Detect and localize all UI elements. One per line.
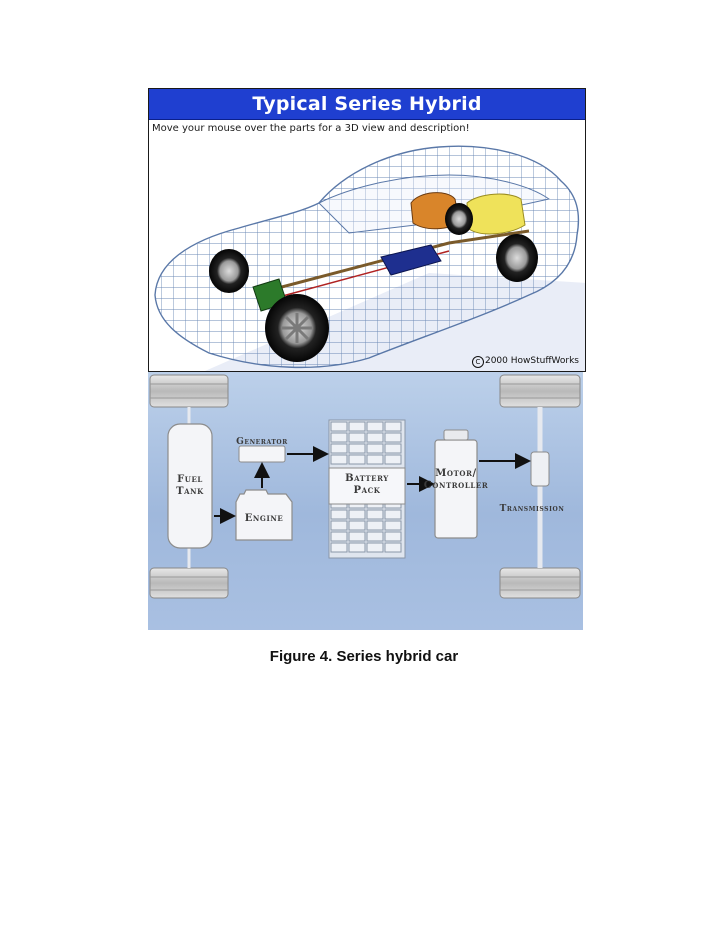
wheel-rear-right <box>499 567 581 599</box>
figure-caption: Figure 4. Series hybrid car <box>269 648 459 665</box>
engine-label: Engine <box>244 513 284 524</box>
fuel-tank-label: Fuel Tank <box>168 474 212 498</box>
diagram-drawing <box>149 374 581 599</box>
battery-cell <box>348 443 366 454</box>
battery-cell <box>366 531 384 542</box>
battery-cell <box>366 454 384 465</box>
fuel-tank-shape <box>466 193 526 235</box>
battery-cell <box>330 454 348 465</box>
drivetrain-line <box>258 229 530 295</box>
battery-cell <box>330 509 348 520</box>
battery-cell <box>384 509 402 520</box>
copyright-text: 2000 HowStuffWorks <box>484 356 579 366</box>
rear-wheel-left <box>445 203 473 235</box>
motor-cap <box>443 429 469 441</box>
battery-cell <box>348 542 366 553</box>
hover-hint: Move your mouse over the parts for a 3D … <box>152 123 470 134</box>
battery-cell <box>366 421 384 432</box>
battery-cell <box>366 520 384 531</box>
battery-cell <box>330 421 348 432</box>
front-wheel-left <box>209 249 249 293</box>
battery-cell <box>366 542 384 553</box>
battery-cell <box>384 531 402 542</box>
battery-cell <box>384 443 402 454</box>
battery-pack-label: Battery Pack <box>329 473 405 497</box>
wheel-front-right <box>499 374 581 408</box>
battery-label-line2: Pack <box>353 485 381 496</box>
battery-shape <box>380 244 442 276</box>
battery-cell <box>384 542 402 553</box>
battery-cell <box>384 454 402 465</box>
transmission-label: Transmission <box>499 504 565 514</box>
battery-cell <box>348 520 366 531</box>
engine-box <box>235 489 293 541</box>
generator-label: Generator <box>236 437 288 447</box>
fuel-tank-label-line1: Fuel <box>177 474 203 485</box>
fuel-tank-box <box>167 423 213 549</box>
battery-cell <box>330 520 348 531</box>
battery-label-box <box>328 467 406 505</box>
battery-cell <box>384 421 402 432</box>
rear-wheel-right <box>496 234 538 282</box>
generator-box <box>238 445 286 463</box>
motor-label-line1: Motor/ <box>435 468 477 479</box>
wheel-front-left <box>149 374 229 408</box>
front-wheel-right <box>265 294 329 362</box>
series-hybrid-illustration: Typical Series Hybrid Move your mouse ov… <box>148 88 586 372</box>
battery-cell <box>330 531 348 542</box>
differential <box>530 451 550 487</box>
battery-cell <box>348 432 366 443</box>
battery-cell <box>366 443 384 454</box>
battery-cell <box>384 432 402 443</box>
battery-label-line1: Battery <box>345 473 389 484</box>
battery-cell <box>366 509 384 520</box>
battery-cell <box>348 454 366 465</box>
battery-cell <box>330 542 348 553</box>
battery-cell <box>330 443 348 454</box>
battery-cell <box>348 531 366 542</box>
battery-cell <box>330 432 348 443</box>
battery-cell <box>348 421 366 432</box>
battery-cell <box>348 509 366 520</box>
series-hybrid-block-diagram: Fuel Tank Generator Engine Battery Pack … <box>148 372 583 630</box>
battery-cell <box>366 432 384 443</box>
fuel-tank-label-line2: Tank <box>176 486 204 497</box>
motor-controller-label: Motor/ Controller <box>410 468 502 492</box>
motor-label-line2: Controller <box>423 480 489 491</box>
wheel-rear-left <box>149 567 229 599</box>
battery-cell <box>384 520 402 531</box>
illustration-title: Typical Series Hybrid <box>252 93 482 115</box>
title-bar: Typical Series Hybrid <box>149 89 585 120</box>
wireframe-car-image <box>154 145 585 371</box>
copyright-icon: C <box>471 356 484 368</box>
